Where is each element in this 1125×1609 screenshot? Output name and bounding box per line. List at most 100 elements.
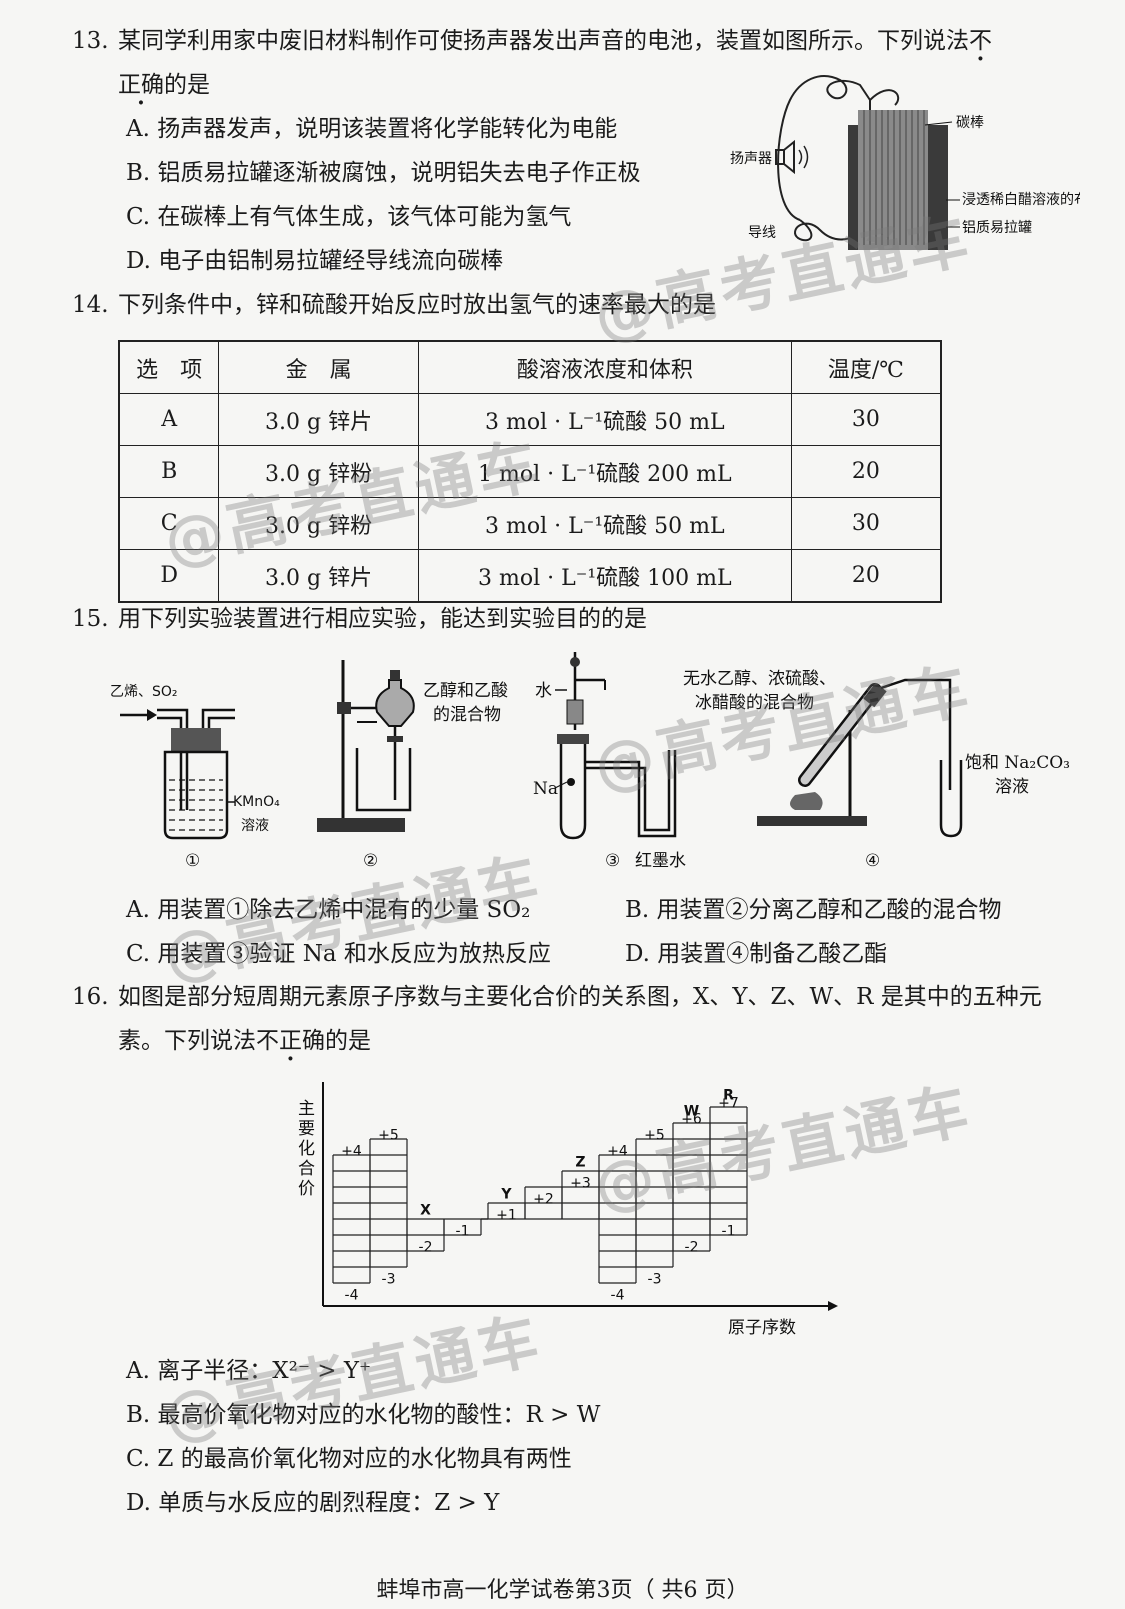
valence-label: +5 (644, 1127, 665, 1143)
y-axis-label-char: 主 (298, 1099, 315, 1119)
option-c: C. 用装置③验证 Na 和水反应为放热反应 (126, 941, 551, 967)
table-header: 选 项 (118, 340, 220, 394)
y-axis-label-char: 价 (298, 1179, 315, 1199)
valence-label: +6 (681, 1111, 702, 1127)
apparatus-number-4: ④ (865, 851, 880, 871)
option-d: D. 单质与水反应的剧烈程度：Z > Y (126, 1490, 500, 1516)
valence-label: -4 (611, 1287, 625, 1303)
valence-label: +4 (341, 1143, 362, 1159)
element-label: Z (575, 1155, 585, 1171)
question-number: 16. (72, 984, 109, 1010)
apparatus-figure: 乙烯、SO₂ KMnO₄ 溶液 ① (110, 652, 1070, 871)
apparatus-2: 乙醇和乙酸 的混合物 ② (317, 660, 508, 871)
table-cell: 3 mol · L⁻¹硫酸 50 mL (417, 497, 792, 550)
table-cell: D (118, 549, 220, 603)
element-label: W (684, 1103, 699, 1119)
option-a: A. 离子半径：X²⁻ > Y⁺ (126, 1358, 372, 1384)
table-cell: A (118, 393, 220, 446)
x-axis-arrow (828, 1301, 838, 1311)
apparatus-1: 乙烯、SO₂ KMnO₄ 溶液 ① (110, 684, 280, 871)
table-header: 酸溶液浓度和体积 (417, 340, 792, 394)
option-d: D. 电子由铝制易拉罐经导线流向碳棒 (126, 248, 504, 274)
table-row: B 3.0 g 锌粉 1 mol · L⁻¹硫酸 200 mL 20 (118, 445, 942, 498)
label-mixture-2: 的混合物 (433, 705, 501, 725)
label-gas: 乙烯、SO₂ (110, 684, 178, 700)
table-cell: 3.0 g 锌粉 (218, 445, 419, 498)
valence-label: +3 (570, 1175, 591, 1191)
valence-label: -1 (456, 1223, 470, 1239)
label-carbon-rod: 碳棒 (956, 115, 984, 131)
valence-label: -2 (419, 1239, 433, 1255)
question-stem-line2: 素。下列说法不正确的是 (118, 1026, 371, 1056)
valence-label: -3 (648, 1271, 662, 1287)
question-stem-line1: 某同学利用家中废旧材料制作可使扬声器发出声音的电池，装置如图所示。下列说法不 (118, 26, 992, 56)
table-cell: 20 (790, 549, 942, 603)
table-cell: 30 (790, 497, 942, 550)
table-row: D 3.0 g 锌片 3 mol · L⁻¹硫酸 100 mL 20 (118, 549, 942, 603)
option-b: B. 铝质易拉罐逐渐被腐蚀，说明铝失去电子作正极 (126, 160, 641, 186)
emphasis-incorrect: 不正确 (256, 1028, 325, 1054)
option-b: B. 用装置②分离乙醇和乙酸的混合物 (625, 897, 1002, 923)
option-a: A. 扬声器发声，说明该装置将化学能转化为电能 (126, 116, 618, 142)
valence-label: -1 (722, 1223, 736, 1239)
table-cell: 3 mol · L⁻¹硫酸 100 mL (417, 549, 792, 603)
label-water: 水 (535, 681, 552, 701)
label-red-ink: 红墨水 (635, 851, 686, 871)
table-header: 温度/℃ (790, 340, 942, 394)
label-reagents-1: 无水乙醇、浓硫酸、 (683, 669, 836, 689)
battery-figure: 碳棒 扬声器 浸透稀白醋溶液的布 铝质易拉罐 导线 (730, 75, 1080, 250)
page-footer: 蚌埠市高一化学试卷第3页（ 共6 页） (376, 1578, 749, 1603)
y-axis-label-char: 要 (298, 1119, 315, 1139)
apparatus-4: 无水乙醇、浓硫酸、 冰醋酸的混合物 饱和 Na₂CO₃ 溶液 ④ (683, 669, 1070, 871)
label-mixture-1: 乙醇和乙酸 (423, 681, 508, 701)
option-c: C. Z 的最高价氧化物对应的水化物具有两性 (126, 1446, 572, 1472)
table-cell: 3.0 g 锌片 (218, 549, 419, 603)
question-stem-line2: 正确的是 (118, 70, 210, 100)
label-can: 铝质易拉罐 (962, 220, 1032, 236)
y-axis-label-char: 合 (298, 1159, 315, 1179)
label-solution: 溶液 (241, 818, 269, 834)
label-cloth: 浸透稀白醋溶液的布 (962, 192, 1080, 208)
emphasis-correct: 正确 (118, 72, 164, 98)
option-b: B. 最高价氧化物对应的水化物的酸性：R > W (126, 1402, 601, 1428)
valence-chart: +4+5X-4-3-2-1Y+1+2Z+3+4-4+5-3W+6-2R+7-1 … (298, 1082, 838, 1338)
table-cell: C (118, 497, 220, 550)
option-a: A. 用装置①除去乙烯中混有的少量 SO₂ (126, 897, 531, 923)
table-cell: 3 mol · L⁻¹硫酸 50 mL (417, 393, 792, 446)
apparatus-number-3: ③ (605, 851, 620, 871)
question-number: 13. (72, 28, 109, 54)
apparatus-3: 水 Na 红墨水 ③ (533, 652, 686, 871)
emphasis-not: 不 (969, 28, 992, 54)
label-reagents-2: 冰醋酸的混合物 (695, 693, 814, 713)
question-stem-line1: 如图是部分短周期元素原子序数与主要化合价的关系图，X、Y、Z、W、R 是其中的五… (118, 984, 1042, 1010)
table-row: C 3.0 g 锌粉 3 mol · L⁻¹硫酸 50 mL 30 (118, 497, 942, 550)
rate-table: 选 项 金 属 酸溶液浓度和体积 温度/℃ A 3.0 g 锌片 3 mol ·… (118, 340, 942, 603)
element-label: X (420, 1203, 431, 1219)
question-stem: 用下列实验装置进行相应实验，能达到实验目的的是 (118, 606, 647, 632)
label-solution-2: 溶液 (995, 777, 1029, 797)
element-label: Y (500, 1187, 512, 1203)
table-cell: 3.0 g 锌粉 (218, 497, 419, 550)
y-axis-label: 主要化合价 (298, 1099, 315, 1199)
label-wire: 导线 (748, 225, 776, 241)
question-number: 14. (72, 292, 109, 318)
label-speaker: 扬声器 (730, 151, 772, 167)
valence-label: +5 (378, 1127, 399, 1143)
option-d: D. 用装置④制备乙酸乙酯 (625, 941, 888, 967)
table-header-row: 选 项 金 属 酸溶液浓度和体积 温度/℃ (118, 340, 942, 394)
valence-label: -3 (382, 1271, 396, 1287)
y-axis-label-char: 化 (298, 1139, 315, 1159)
label-kmno4: KMnO₄ (233, 794, 280, 810)
valence-label: -2 (685, 1239, 699, 1255)
apparatus-number-1: ① (185, 851, 200, 871)
valence-label: +4 (607, 1143, 628, 1159)
valence-label: +1 (496, 1207, 517, 1223)
table-header: 金 属 (218, 340, 419, 394)
label-na: Na (533, 779, 558, 799)
label-na2co3: 饱和 Na₂CO₃ (965, 753, 1070, 773)
question-stem: 下列条件中，锌和硫酸开始反应时放出氢气的速率最大的是 (118, 292, 716, 318)
table-cell: B (118, 445, 220, 498)
table-row: A 3.0 g 锌片 3 mol · L⁻¹硫酸 50 mL 30 (118, 393, 942, 446)
table-cell: 1 mol · L⁻¹硫酸 200 mL (417, 445, 792, 498)
valence-label: +7 (718, 1095, 739, 1111)
